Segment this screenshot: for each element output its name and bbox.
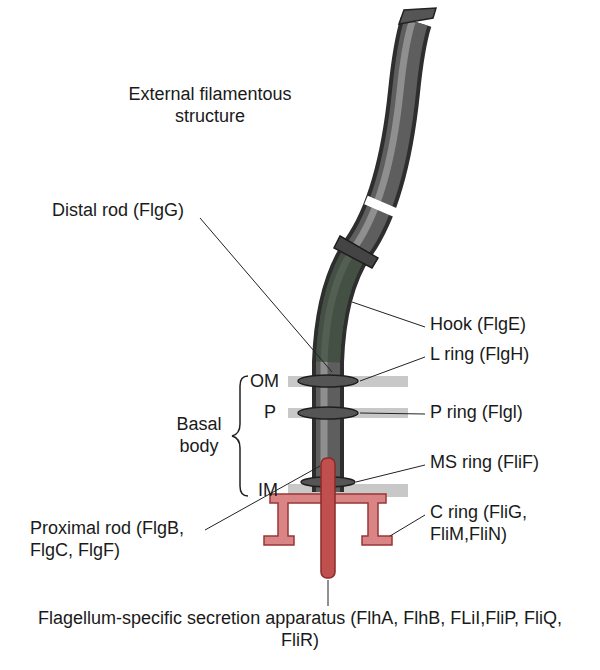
p-ring-shape — [298, 407, 358, 419]
part-label: P ring (Flgl) — [430, 402, 595, 424]
flagellum-shaft-highlight — [324, 22, 412, 490]
leader-line — [200, 218, 332, 372]
group-label: Basal body — [168, 414, 230, 457]
basal-body-brace — [232, 376, 248, 496]
leader-line — [205, 466, 320, 530]
leader-line — [360, 357, 425, 381]
part-label: External filamentous structure — [110, 84, 310, 127]
part-label: Proximal rod (FlgB, FlgC, FlgF) — [30, 518, 210, 561]
leader-line — [360, 413, 425, 414]
membrane-label: OM — [250, 371, 286, 393]
l-ring-shape — [298, 375, 358, 387]
part-label: C ring (FliG, FliM,FliN) — [430, 502, 590, 545]
part-label: MS ring (FliF) — [430, 452, 595, 474]
membrane-label: P — [264, 402, 286, 424]
part-label: Hook (FlgE) — [430, 314, 595, 336]
part-label: Flagellum-specific secretion apparatus (… — [30, 608, 570, 651]
leader-line — [328, 580, 329, 606]
outer-membrane-band — [288, 376, 408, 387]
leader-line — [352, 302, 425, 327]
secretion-apparatus-shape — [321, 458, 335, 578]
filament-cap — [399, 8, 436, 24]
part-label: Distal rod (FlgG) — [52, 200, 212, 222]
membrane-label: IM — [258, 480, 286, 502]
leader-line — [356, 465, 425, 482]
leader-line — [390, 515, 425, 536]
hook-filament-junction — [334, 236, 378, 268]
part-label: L ring (FlgH) — [430, 344, 595, 366]
hook-segment — [328, 248, 358, 362]
filament-break — [366, 200, 408, 218]
